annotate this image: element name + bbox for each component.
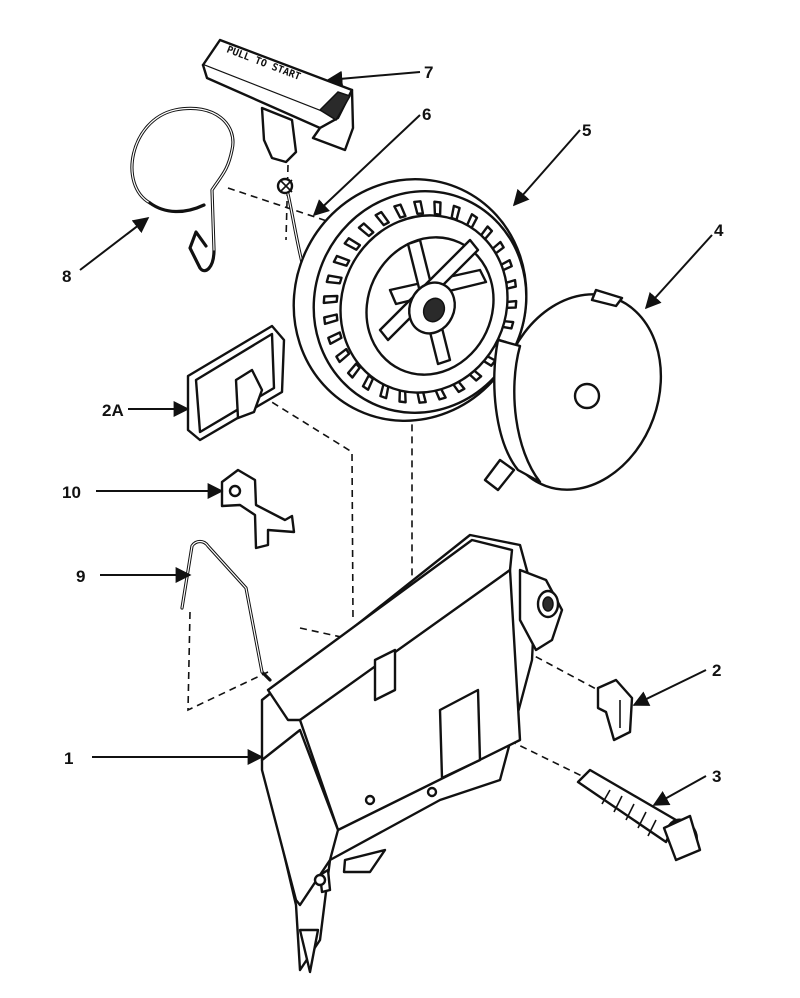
part-3-screw [576, 768, 702, 862]
pulley-tooth [413, 200, 425, 215]
part-1-bracket [260, 533, 564, 974]
pulley-tooth [346, 362, 361, 379]
pulley-tooth [433, 200, 442, 216]
leader-7 [326, 70, 421, 87]
leader-8 [79, 217, 150, 271]
pulley-tooth [327, 331, 343, 345]
callout-5: 5 [582, 121, 591, 140]
leader-arrows [79, 70, 713, 806]
callout-2: 2 [712, 661, 721, 680]
pulley-tooth [322, 294, 339, 305]
leader-2 [632, 669, 707, 706]
callout-6: 6 [422, 105, 431, 124]
callout-9: 9 [76, 567, 85, 586]
part-4-cover-disc [483, 288, 663, 492]
part-7-pull-handle: PULL TO START [201, 38, 355, 164]
pulley-tooth [357, 222, 375, 238]
part-5-pulley [292, 178, 528, 422]
part-2a-plate [186, 324, 286, 442]
leader-6 [312, 114, 421, 217]
leader-5 [512, 129, 581, 207]
leader-3 [652, 775, 707, 806]
callout-4: 4 [714, 221, 724, 240]
pulley-tooth [332, 254, 351, 267]
callout-labels: 1 2 2A 3 4 5 6 7 8 9 10 [62, 63, 724, 786]
part-8-wire-loop [130, 106, 235, 273]
pulley-tooth [323, 313, 339, 326]
leader-4 [644, 234, 713, 310]
part-9-spring-wire [180, 539, 272, 682]
pulley-tooth [374, 210, 390, 227]
pulley-tooth [343, 237, 362, 251]
callout-3: 3 [712, 767, 721, 786]
callout-8: 8 [62, 267, 71, 286]
callout-1: 1 [64, 749, 73, 768]
callout-2a: 2A [102, 401, 124, 420]
pulley-tooth [393, 203, 407, 219]
callout-10: 10 [62, 483, 81, 502]
part-10-latch [220, 468, 296, 550]
part-2-clip [596, 678, 634, 742]
pulley-tooth [335, 347, 351, 364]
callout-7: 7 [424, 63, 433, 82]
pulley-tooth [325, 274, 343, 285]
